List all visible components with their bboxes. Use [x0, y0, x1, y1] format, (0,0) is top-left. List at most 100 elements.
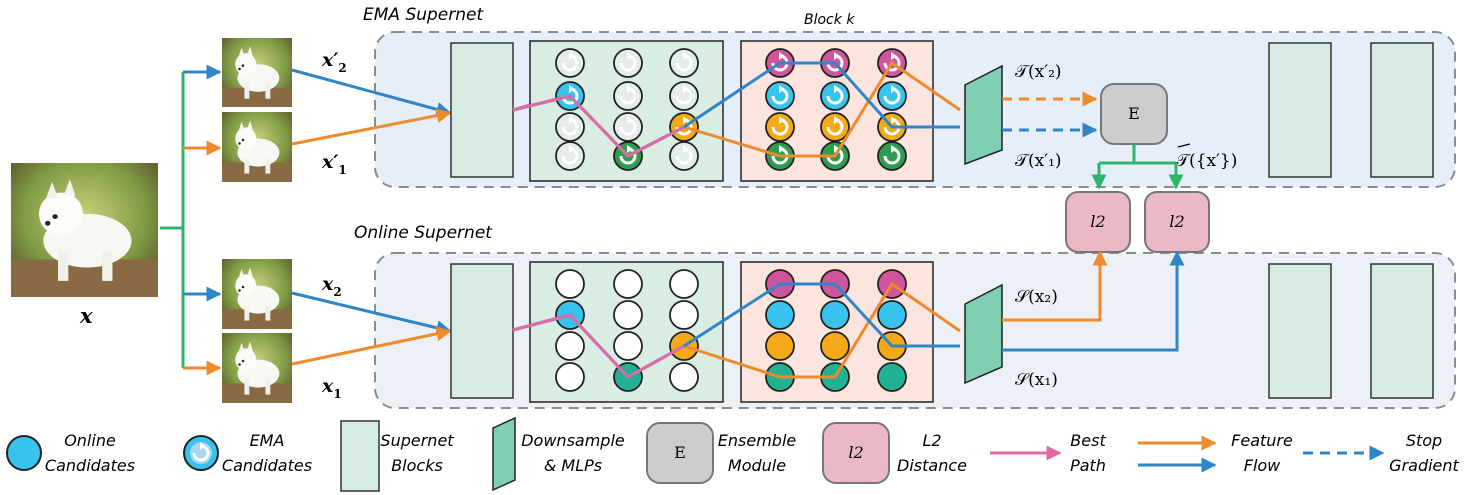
ema-candidate-glyph — [675, 87, 693, 105]
ema-candidate-node — [669, 81, 699, 111]
legend-ens-2: Module — [728, 456, 786, 475]
ema-blue-in — [291, 68, 452, 117]
ema-candidate-glyph — [619, 147, 637, 165]
ema-stem-block — [450, 42, 514, 178]
ema-candidate-glyph-tip — [891, 52, 897, 60]
legend-l2-1: L2 — [922, 431, 941, 450]
ema-candidate-glyph — [675, 54, 693, 72]
ema-candidate-glyph — [561, 147, 579, 165]
ema-candidate-glyph — [675, 147, 693, 165]
ema-candidate-node — [765, 112, 795, 142]
online-candidate-nodes — [555, 269, 907, 392]
online-candidate-node — [877, 362, 907, 392]
ema-candidate-node — [555, 112, 585, 142]
ema-candidate-glyph — [561, 118, 579, 136]
ema-candidate-glyph-tip — [834, 85, 840, 93]
legend-online-2: Candidates — [45, 456, 135, 475]
legend-feat-1: Feature — [1231, 431, 1293, 450]
ema-candidate-glyph-tip — [569, 116, 575, 124]
label-x2: x2 — [321, 273, 342, 299]
l2-left-label: l2 — [1090, 212, 1105, 231]
online-candidate-node — [765, 331, 795, 361]
ema-candidate-glyph — [771, 147, 789, 165]
online-candidate-node — [820, 300, 850, 330]
legend-stop-2: Gradient — [1389, 456, 1459, 475]
online-orange-in — [291, 326, 452, 366]
ema-candidate-node — [820, 81, 850, 111]
ema-downsample — [964, 64, 1003, 166]
ema-candidate-glyph-tip — [683, 145, 689, 153]
ema-candidate-node — [877, 81, 907, 111]
ema-candidate-node — [555, 141, 585, 171]
ensemble-label: E — [1128, 104, 1140, 123]
online-blue-out — [1002, 250, 1185, 352]
ema-candidate-node — [877, 141, 907, 171]
legend-ema-1: EMA — [250, 431, 285, 450]
online-candidate-node — [613, 331, 643, 361]
ema-t2-label: 𝒯(x′₂) — [1015, 62, 1062, 82]
block-k-title: Block k — [804, 12, 855, 28]
ema-candidate-glyph-tip — [891, 116, 897, 124]
legend-blocks-1: Supernet — [380, 431, 454, 450]
online-candidate-node — [555, 362, 585, 392]
ema-candidate-glyph-tip — [779, 52, 785, 60]
online-blue-in — [291, 291, 452, 336]
ema-candidate-node — [613, 48, 643, 78]
label-x1p: x′1 — [321, 151, 347, 177]
ensemble-to-l2 — [1091, 144, 1184, 190]
ema-candidate-glyph-tip — [627, 145, 633, 153]
online-s2-label: 𝒮(x₂) — [1015, 287, 1058, 307]
ema-candidate-glyph — [883, 118, 901, 136]
ema-candidate-glyph-tip — [891, 85, 897, 93]
legend-blocks-2: Blocks — [391, 456, 443, 475]
ema-candidate-glyph — [561, 54, 579, 72]
legend-l2-icon — [822, 422, 890, 484]
ema-candidate-glyph — [619, 54, 637, 72]
ema-candidate-glyph-tip — [627, 52, 633, 60]
ema-candidate-glyph-tip — [683, 116, 689, 124]
legend-ensemble-symbol: E — [674, 443, 686, 462]
ema-tail-block-2 — [1370, 42, 1434, 178]
legend-feat-2: Flow — [1244, 456, 1281, 475]
ema-candidate-node — [669, 48, 699, 78]
ema-candidate-glyph — [826, 118, 844, 136]
online-orange-out — [1002, 250, 1108, 322]
label-x1: x1 — [321, 375, 342, 401]
online-downsample — [964, 283, 1003, 385]
ema-candidate-node — [613, 112, 643, 142]
ema-candidate-glyph-tip — [891, 145, 897, 153]
ema-candidate-node — [555, 48, 585, 78]
ema-candidate-glyph-tip — [683, 52, 689, 60]
input-label: x — [79, 303, 93, 328]
ema-paths — [512, 61, 961, 158]
legend-down-2: & MLPs — [544, 456, 602, 475]
input-image — [11, 163, 158, 297]
online-candidate-node — [669, 269, 699, 299]
ema-candidate-glyph — [619, 87, 637, 105]
legend-online-candidate-icon — [6, 435, 42, 471]
ema-candidate-glyph — [826, 87, 844, 105]
ema-candidate-glyph-tip — [834, 52, 840, 60]
legend: Online Candidates EMA Candidates Superne… — [6, 416, 1460, 492]
ema-orange-in — [291, 108, 452, 146]
online-stem-block — [450, 263, 514, 399]
legend-ensemble-icon — [646, 422, 714, 484]
label-x2p: x′2 — [321, 49, 347, 75]
ema-t1-label: 𝒯(x′₁) — [1015, 151, 1062, 171]
ema-candidate-glyph-tip — [779, 116, 785, 124]
legend-downsample-icon — [492, 416, 516, 492]
ema-candidate-glyph — [771, 87, 789, 105]
online-s1-label: 𝒮(x₁) — [1015, 370, 1058, 390]
online-candidate-node — [613, 269, 643, 299]
ema-candidate-glyph-tip — [569, 85, 575, 93]
ema-that-label: 𝒯({x′}) — [1176, 151, 1237, 171]
legend-l2-symbol: l2 — [848, 443, 863, 462]
ema-candidate-glyph — [771, 118, 789, 136]
online-candidate-node — [613, 300, 643, 330]
view-x1p-image — [222, 112, 292, 182]
online-candidate-node — [820, 331, 850, 361]
ema-candidate-glyph-tip — [834, 145, 840, 153]
ema-candidate-glyph-tip — [779, 145, 785, 153]
ema-candidate-glyph-tip — [569, 145, 575, 153]
